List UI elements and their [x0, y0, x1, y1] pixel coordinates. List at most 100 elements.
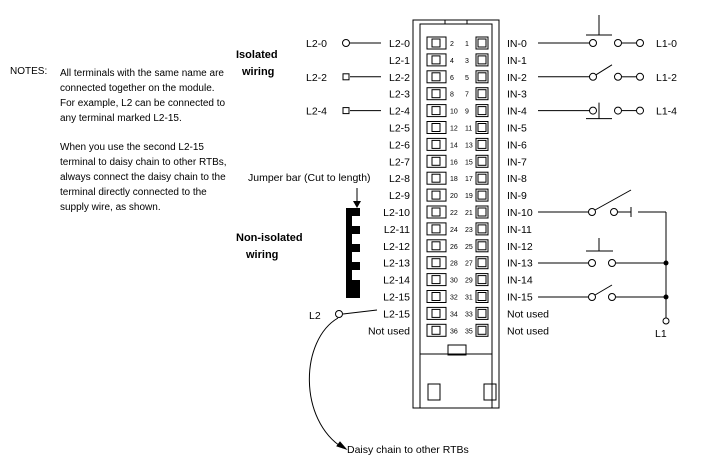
l2-supply-label: L2	[309, 310, 321, 322]
left-pin-number: 24	[450, 227, 458, 234]
left-terminal-label: L2-11	[384, 224, 410, 236]
right-pin-number: 27	[465, 261, 473, 268]
left-pin-number: 16	[450, 159, 458, 166]
right-terminal-label: IN-7	[507, 156, 527, 168]
left-screw-icon	[431, 207, 441, 217]
right-pin-number: 25	[465, 244, 473, 251]
left-pin-number: 12	[450, 126, 458, 133]
right-terminal-label: IN-1	[507, 55, 527, 67]
right-pin-number: 33	[465, 311, 473, 318]
left-screw-icon	[431, 106, 441, 116]
isolated-supply-label-left: L2-0	[306, 38, 327, 50]
right-screw-terminal	[475, 171, 489, 185]
left-pin-number: 22	[450, 210, 458, 217]
left-screw-icon	[431, 224, 441, 234]
left-terminal-label: L2-2	[389, 72, 410, 84]
left-pin-number: 36	[450, 328, 458, 335]
right-screw-terminal	[475, 70, 489, 84]
left-screw-terminal	[426, 137, 447, 151]
left-pin-number: 14	[450, 142, 458, 149]
notes-paragraph-2: When you use the second L2-15 terminal t…	[60, 142, 227, 213]
right-pin-number: 9	[465, 109, 469, 116]
isolated-wiring-label-1: Isolated	[236, 49, 278, 61]
left-screw-icon	[431, 241, 441, 251]
right-screw-terminal	[475, 273, 489, 287]
left-screw-terminal	[426, 53, 447, 67]
right-screw-terminal	[475, 36, 489, 50]
right-screw-icon	[477, 190, 487, 200]
left-screw-terminal	[426, 273, 447, 287]
left-screw-icon	[431, 292, 441, 301]
left-screw-icon	[431, 173, 441, 183]
left-screw-terminal	[426, 222, 447, 236]
left-screw-terminal	[426, 290, 447, 303]
left-terminal-label: L2-15	[383, 292, 410, 304]
non-isolated-wiring-label-2: wiring	[245, 249, 278, 261]
right-terminal-label: IN-2	[507, 72, 527, 84]
right-terminal-label: IN-6	[507, 139, 527, 151]
right-terminal-label: IN-8	[507, 173, 527, 185]
right-terminal-label: IN-11	[507, 224, 532, 236]
left-screw-terminal	[426, 323, 447, 337]
left-terminal-label: L2-14	[383, 275, 410, 287]
left-terminal-label: L2-10	[383, 207, 410, 219]
right-screw-terminal	[475, 188, 489, 202]
left-pin-number: 10	[450, 109, 458, 116]
notes-text: All terminals with the same name are con…	[60, 66, 232, 229]
right-screw-terminal	[475, 154, 489, 168]
right-pin-number: 23	[465, 227, 473, 234]
right-screw-terminal	[475, 290, 489, 303]
left-terminal-label: L2-4	[389, 106, 410, 118]
left-screw-icon	[431, 38, 441, 48]
right-screw-icon	[477, 241, 487, 251]
right-pin-number: 1	[465, 41, 469, 48]
notes-label: NOTES:	[10, 66, 48, 77]
jumper-bar	[346, 188, 361, 298]
left-screw-icon	[431, 89, 441, 99]
right-screw-icon	[477, 292, 487, 301]
isolated-supply-label-left: L2-4	[306, 106, 327, 118]
left-screw-terminal	[426, 205, 447, 219]
left-pin-number: 4	[450, 58, 454, 65]
right-terminal-label: IN-12	[507, 241, 533, 253]
right-terminal-label: IN-4	[507, 106, 527, 118]
right-terminal-label: IN-3	[507, 89, 527, 101]
left-screw-terminal	[426, 171, 447, 185]
left-screw-icon	[431, 72, 441, 82]
left-terminal-label: L2-6	[389, 139, 410, 151]
right-screw-icon	[477, 156, 487, 166]
left-screw-icon	[431, 325, 441, 335]
right-terminal-label: IN-15	[507, 292, 533, 304]
right-screw-icon	[477, 139, 487, 149]
right-pin-number: 35	[465, 328, 473, 335]
daisy-chain-label: Daisy chain to other RTBs	[347, 444, 469, 456]
left-terminal-label: L2-7	[389, 156, 410, 168]
l1-supply-label: L1	[655, 328, 667, 340]
right-screw-terminal	[475, 256, 489, 270]
right-pin-number: 19	[465, 193, 473, 200]
left-pin-number: 32	[450, 295, 458, 302]
left-screw-icon	[431, 123, 441, 132]
isolated-supply-label-right: L1-2	[656, 72, 677, 84]
left-terminal-label: L2-12	[383, 241, 410, 253]
left-terminal-label: Not used	[368, 325, 410, 337]
left-pin-number: 28	[450, 261, 458, 268]
left-terminal-label: L2-3	[389, 89, 410, 101]
right-screw-terminal	[475, 222, 489, 236]
right-pin-number: 11	[465, 126, 472, 133]
left-screw-terminal	[426, 154, 447, 168]
left-pin-number: 26	[450, 244, 458, 251]
right-screw-icon	[477, 275, 487, 285]
left-pin-number: 34	[450, 311, 458, 318]
supply-terminal-square	[342, 107, 350, 115]
left-screw-terminal	[426, 87, 447, 101]
l2-supply-wiring	[308, 309, 378, 451]
right-terminal-label: IN-10	[507, 207, 533, 219]
left-screw-icon	[431, 190, 441, 200]
right-screw-icon	[477, 258, 487, 268]
left-pin-number: 2	[450, 41, 454, 48]
right-screw-icon	[477, 106, 487, 116]
right-screw-icon	[477, 173, 487, 183]
left-screw-icon	[431, 258, 441, 268]
left-pin-number: 8	[450, 92, 454, 99]
